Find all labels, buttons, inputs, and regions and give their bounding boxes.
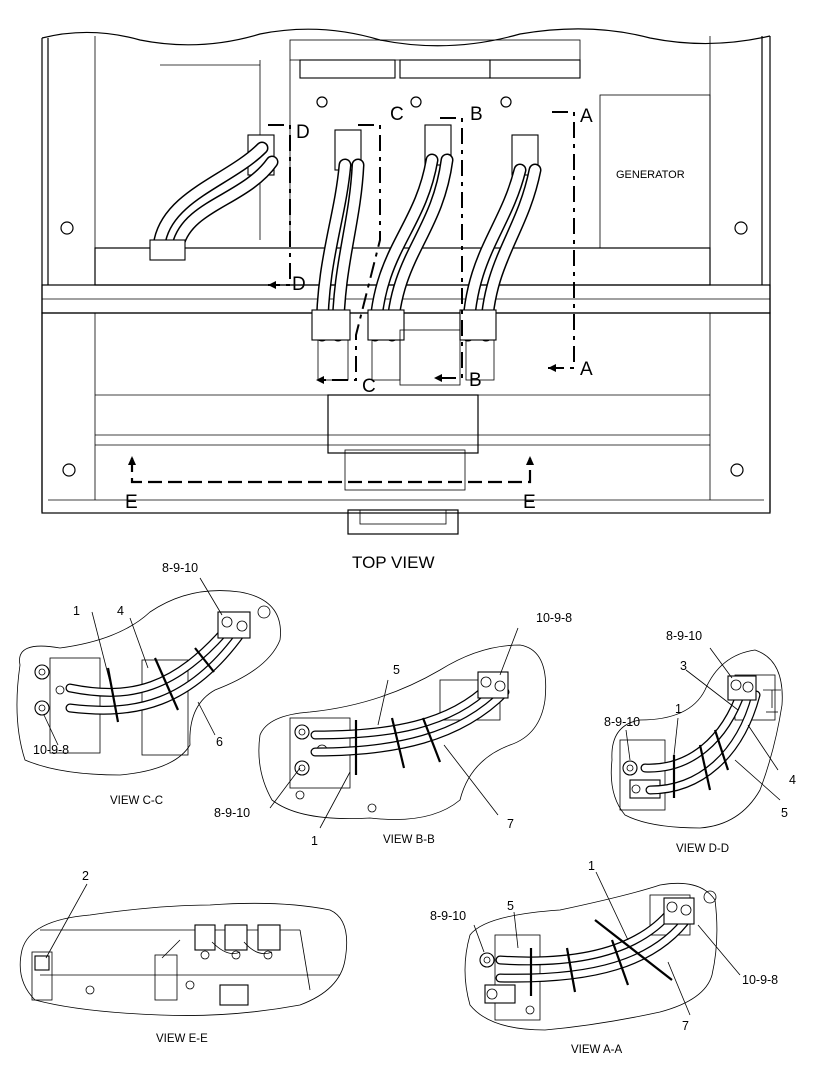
- callout-8-9-10: 8-9-10: [604, 715, 640, 729]
- generator-label: GENERATOR: [616, 169, 685, 181]
- view-d-d-caption: VIEW D-D: [676, 843, 729, 855]
- callout-7: 7: [682, 1019, 689, 1033]
- section-marker-d-bottom: D: [292, 274, 306, 295]
- section-marker-e-right: E: [523, 492, 536, 513]
- callout-5: 5: [781, 806, 788, 820]
- callout-3: 3: [680, 659, 687, 673]
- section-marker-c-bottom: C: [362, 376, 376, 397]
- view-e-e-caption: VIEW E-E: [156, 1033, 208, 1045]
- callout-1: 1: [588, 859, 595, 873]
- callout-1: 1: [311, 834, 318, 848]
- section-marker-a-top: A: [580, 106, 593, 127]
- view-c-c: 8-9-10 1 4 10-9-8 6 VIEW C-C: [16, 561, 281, 807]
- section-marker-b-bottom: B: [469, 370, 482, 391]
- view-a-a: 1 8-9-10 5 10-9-8 7 VIEW A-A: [430, 859, 778, 1056]
- top-view: D C B A D C B A E E GENERATOR TOP VIEW: [41, 28, 771, 572]
- view-a-a-caption: VIEW A-A: [571, 1044, 622, 1056]
- callout-10-9-8: 10-9-8: [742, 973, 778, 987]
- callout-5: 5: [507, 899, 514, 913]
- callout-8-9-10: 8-9-10: [162, 561, 198, 575]
- callout-10-9-8: 10-9-8: [33, 743, 69, 757]
- callout-8-9-10: 8-9-10: [214, 806, 250, 820]
- view-e-e: 2 VIEW E-E: [19, 869, 348, 1045]
- view-b-b-caption: VIEW B-B: [383, 834, 435, 846]
- section-marker-a-bottom: A: [580, 359, 593, 380]
- callout-10-9-8: 10-9-8: [536, 611, 572, 625]
- callout-4: 4: [789, 773, 796, 787]
- section-marker-c-top: C: [390, 104, 404, 125]
- view-b-b: 10-9-8 5 8-9-10 7 1 VIEW B-B: [214, 611, 572, 848]
- callout-8-9-10: 8-9-10: [430, 909, 466, 923]
- callout-4: 4: [117, 604, 124, 618]
- top-view-title: TOP VIEW: [352, 553, 435, 572]
- callout-1: 1: [675, 702, 682, 716]
- view-d-d: 8-9-10 3 1 8-9-10 4 5 VIEW D-D: [604, 629, 796, 855]
- callout-2: 2: [82, 869, 89, 883]
- view-c-c-caption: VIEW C-C: [110, 795, 163, 807]
- callout-7: 7: [507, 817, 514, 831]
- callout-8-9-10: 8-9-10: [666, 629, 702, 643]
- callout-6: 6: [216, 735, 223, 749]
- section-marker-b-top: B: [470, 104, 483, 125]
- callout-5: 5: [393, 663, 400, 677]
- section-marker-e-left: E: [125, 492, 138, 513]
- section-marker-d-top: D: [296, 122, 310, 143]
- callout-1: 1: [73, 604, 80, 618]
